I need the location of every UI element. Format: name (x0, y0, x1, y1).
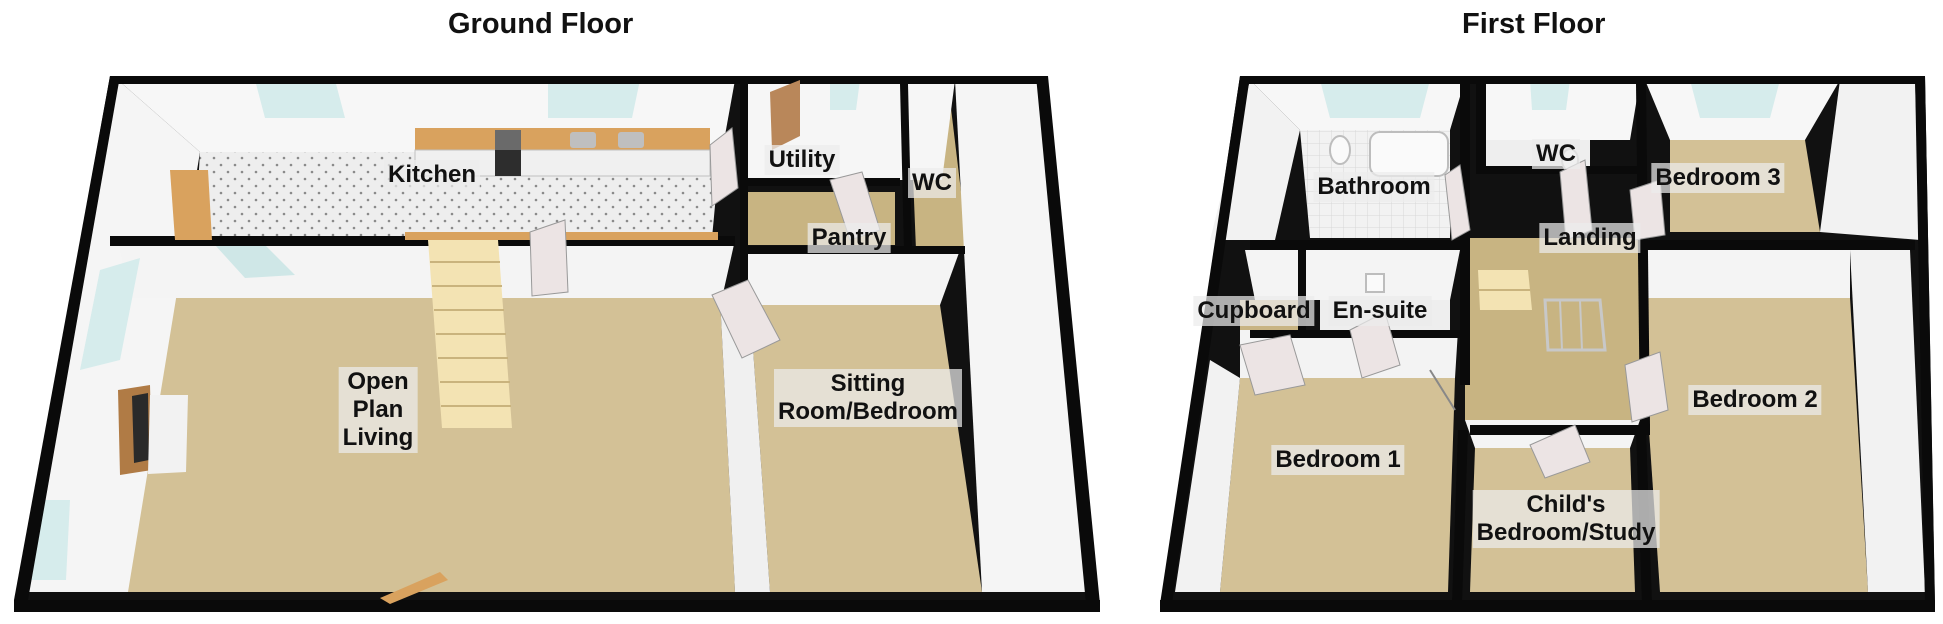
door-swing (1429, 369, 1456, 411)
bedroom2-floor (1640, 298, 1868, 592)
window (1690, 80, 1780, 118)
basin (1365, 273, 1385, 293)
door (1444, 164, 1471, 241)
room-label-bathroom: Bathroom (1313, 172, 1435, 202)
living-floor (128, 298, 735, 592)
glass-panel (215, 245, 295, 278)
room-label-utility: Utility (764, 145, 840, 175)
front-door (380, 572, 448, 604)
sitting-left-wall (720, 298, 770, 592)
landing-floor (1465, 238, 1640, 420)
room-label-bedroom-3: Bedroom 3 (1651, 163, 1785, 193)
toilet (1329, 135, 1351, 165)
bedroom1-floor (1220, 378, 1455, 592)
window (255, 80, 345, 118)
oven (495, 150, 521, 176)
door (711, 279, 781, 359)
room-label-pantry: Pantry (807, 223, 891, 253)
room-label-wc-first: WC (1532, 139, 1580, 169)
bathtub (1369, 131, 1449, 177)
room-label-landing: Landing (1539, 223, 1641, 253)
first-stairs (1478, 270, 1607, 352)
window (80, 258, 140, 370)
door (770, 80, 800, 150)
room-label-sitting-room: Sitting Room/Bedroom (774, 369, 962, 427)
door (709, 127, 739, 207)
first-floor-title: First Floor (1462, 8, 1606, 40)
room-label-childs-bedroom-study: Child's Bedroom/Study (1472, 490, 1660, 548)
kitchen-worktop (415, 128, 710, 150)
room-label-en-suite: En-suite (1328, 296, 1432, 326)
room-label-bedroom-1: Bedroom 1 (1271, 445, 1405, 475)
sitting-top-wall (745, 250, 960, 305)
ground-floor-plan (14, 76, 1100, 612)
sink (618, 132, 644, 148)
window (1320, 80, 1430, 118)
door (1624, 351, 1669, 423)
window (1530, 80, 1570, 110)
room-label-wc-ground: WC (908, 168, 956, 198)
door (1239, 334, 1306, 396)
room-label-bedroom-2: Bedroom 2 (1688, 385, 1822, 415)
window (830, 80, 860, 110)
ground-stairs (428, 240, 512, 428)
room-label-kitchen: Kitchen (383, 160, 481, 190)
living-divider-wall (118, 240, 735, 298)
dining-table (170, 170, 212, 240)
room-label-open-plan-living: Open Plan Living (338, 367, 418, 453)
sink (570, 132, 596, 148)
hob (495, 130, 521, 150)
door (1529, 424, 1591, 479)
window (548, 80, 640, 118)
ground-floor-title: Ground Floor (448, 8, 634, 40)
room-label-cupboard: Cupboard (1193, 296, 1315, 326)
first-floor-plan (1160, 76, 1935, 612)
right-wall-face (955, 80, 1090, 592)
door (529, 219, 569, 297)
